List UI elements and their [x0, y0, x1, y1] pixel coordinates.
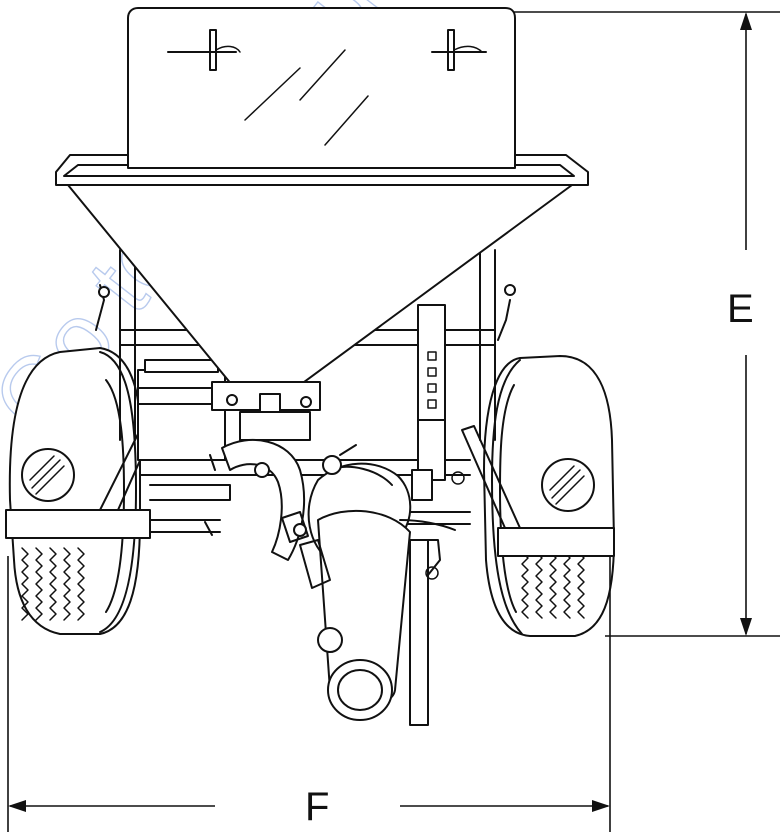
dimension-e-label: E: [727, 287, 754, 331]
arrow-up-icon: [740, 12, 752, 30]
discharge-chute: [281, 509, 456, 721]
right-wheel: [483, 355, 615, 637]
arrow-down-icon: [740, 618, 752, 636]
frame: [5, 249, 615, 726]
left-wheel: [8, 347, 141, 635]
latch-left: [167, 29, 241, 71]
latch-right: [431, 29, 487, 71]
dimension-f-label: F: [305, 785, 329, 829]
hopper-cover: [127, 7, 516, 169]
arrow-right-icon: [592, 800, 610, 812]
dimension-f: F: [7, 556, 611, 832]
arrow-left-icon: [8, 800, 26, 812]
dimension-e: E: [514, 11, 780, 637]
